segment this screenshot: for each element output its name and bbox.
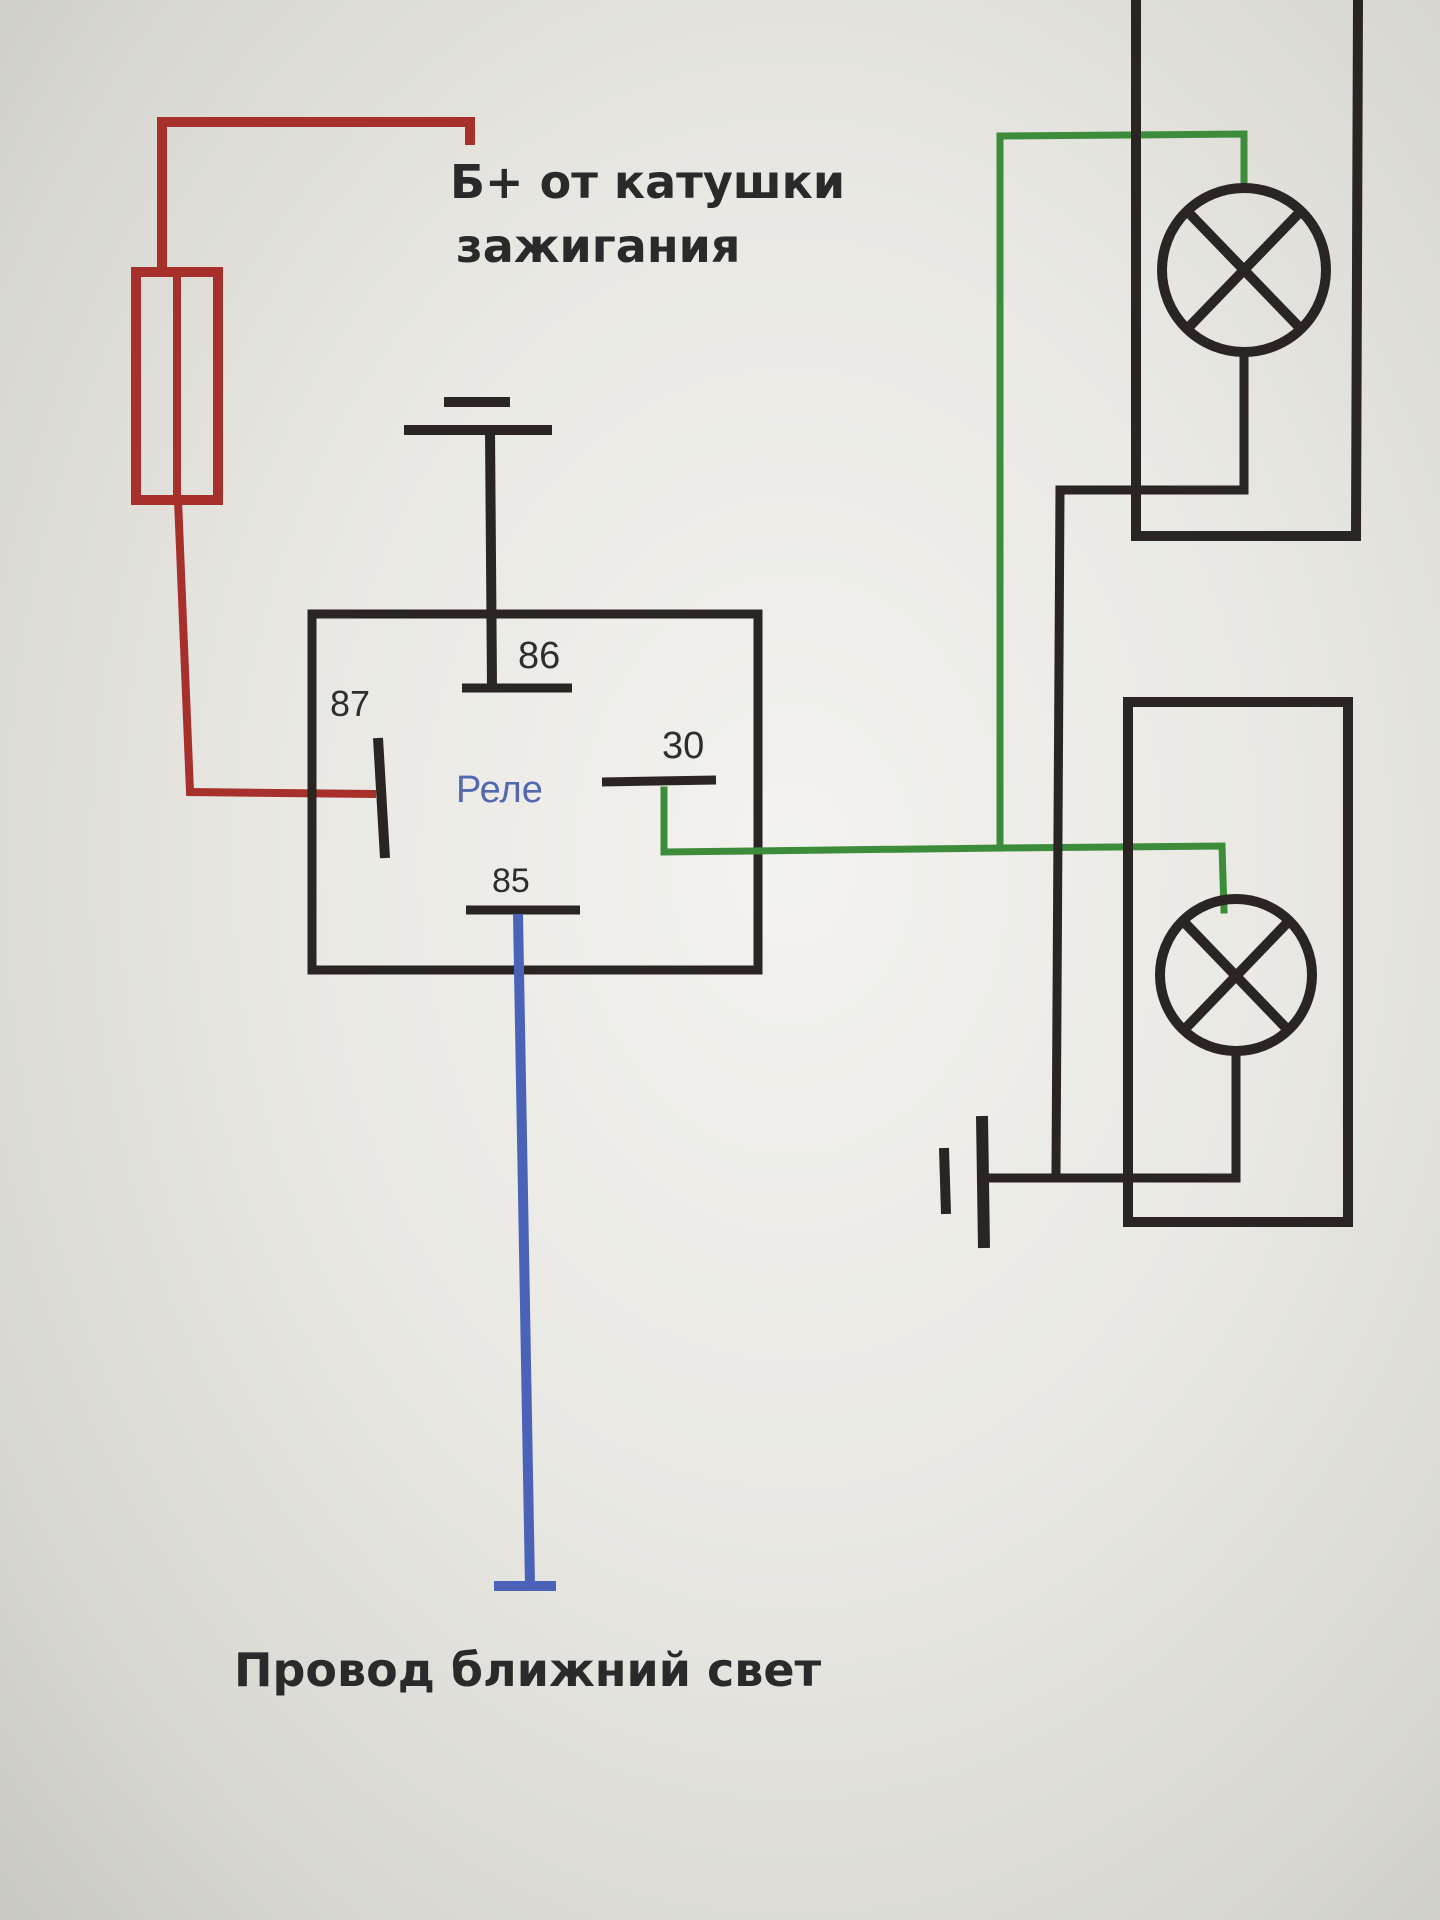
lower-lamp-icon	[1155, 894, 1317, 1056]
pin-30-label: 30	[662, 725, 704, 767]
relay-label: Реле	[456, 769, 543, 811]
pin-85-label: 85	[492, 862, 530, 900]
relay	[307, 609, 763, 975]
pin-30-contact	[601, 775, 717, 787]
relay-ground-icon	[404, 397, 552, 689]
low-beam-signal-wire	[494, 913, 556, 1591]
upper-headlight	[1051, 0, 1364, 1177]
lamp-feed-wire	[660, 130, 1248, 914]
pin-86-label: 86	[518, 635, 560, 677]
fuse-icon	[131, 267, 223, 505]
pin-87-contact	[373, 737, 390, 859]
lamp-ground-icon	[939, 1115, 990, 1249]
lower-headlight	[979, 697, 1353, 1227]
battery-label-line1: Б+ от катушки	[450, 155, 845, 209]
pin-87-label: 87	[330, 683, 370, 724]
upper-lamp-icon	[1157, 183, 1331, 357]
low-beam-wire-label: Провод ближний свет	[234, 1643, 822, 1697]
battery-label-line2: зажигания	[456, 219, 740, 273]
